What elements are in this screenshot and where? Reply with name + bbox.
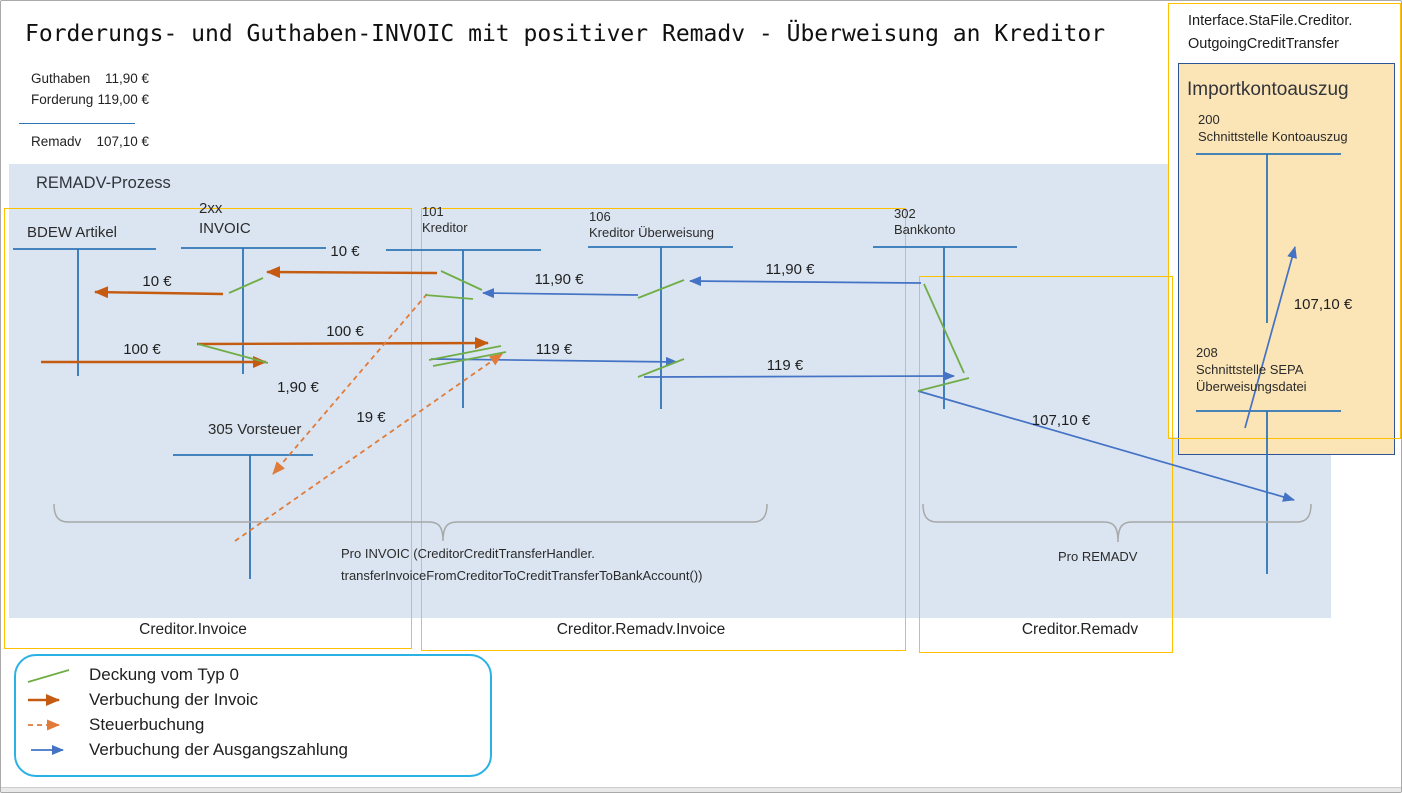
interface-panel-title-line2: OutgoingCreditTransfer <box>1188 36 1339 52</box>
brace-caption-pro-invoic-line1: Pro INVOIC (CreditorCreditTransferHandle… <box>341 546 595 561</box>
brace-caption-pro-remadv: Pro REMADV <box>1058 549 1138 564</box>
legend-label-deckung: Deckung vom Typ 0 <box>89 665 239 684</box>
label-creditor-invoice: Creditor.Invoice <box>139 621 247 638</box>
amount-1190-to-kreditor: 11,90 € <box>534 271 584 288</box>
amount-10-kreditor-invoic: 10 € <box>330 243 360 260</box>
account-sepa-name-line1: Schnittstelle SEPA <box>1196 362 1304 377</box>
amount-19-vorsteuer: 19 € <box>356 409 386 426</box>
brace-caption-pro-invoic-line2: transferInvoiceFromCreditorToCreditTrans… <box>341 568 703 583</box>
legend-label-verbuchung-invoic: Verbuchung der Invoic <box>89 690 259 709</box>
amount-10-invoic-bdew: 10 € <box>142 273 172 290</box>
legend-label-steuerbuchung: Steuerbuchung <box>89 715 205 734</box>
account-kreditor-ueberweisung-name: Kreditor Überweisung <box>589 225 715 240</box>
legend-box <box>14 654 492 777</box>
account-bdew-artikel: BDEW Artikel <box>27 224 118 241</box>
summary-value-forderung: 119,00 € <box>97 92 149 107</box>
summary-total-rule <box>19 123 135 124</box>
slide-title: Forderungs- und Guthaben-INVOIC mit posi… <box>25 21 1106 47</box>
summary-label-forderung: Forderung <box>31 92 94 107</box>
account-kreditor-code: 101 <box>422 204 444 219</box>
summary-label-guthaben: Guthaben <box>31 71 91 86</box>
account-kontoauszug-name: Schnittstelle Kontoauszug <box>1198 129 1348 144</box>
amount-119-to-ueberweisung: 119 € <box>535 341 573 358</box>
amount-190-vorsteuer: 1,90 € <box>277 379 319 396</box>
account-sepa-name-line2: Überweisungsdatei <box>1196 379 1307 394</box>
label-creditor-remadv-invoice: Creditor.Remadv.Invoice <box>556 621 726 638</box>
bottom-strip <box>1 787 1401 792</box>
account-invoic-code: 2xx <box>199 200 223 217</box>
summary-value-guthaben: 11,90 € <box>104 71 149 86</box>
interface-panel-title-line1: Interface.StaFile.Creditor. <box>1188 13 1353 29</box>
summary-value-remadv: 107,10 € <box>96 134 149 149</box>
account-kontoauszug-code: 200 <box>1198 112 1220 127</box>
amount-100-invoic-kreditor: 100 € <box>326 323 364 340</box>
amount-10710-bank-remadv: 107,10 € <box>1031 412 1091 429</box>
account-vorsteuer: 305 Vorsteuer <box>208 421 302 438</box>
amount-100-bdew-invoic: 100 € <box>123 341 161 358</box>
label-creditor-remadv: Creditor.Remadv <box>1021 621 1139 638</box>
account-sepa-code: 208 <box>1196 345 1218 360</box>
process-region-label: REMADV-Prozess <box>36 174 171 192</box>
account-kreditor-ueberweisung-code: 106 <box>589 209 611 224</box>
group-box-creditor-remadv <box>919 276 1173 653</box>
account-bankkonto-name: Bankkonto <box>894 222 956 237</box>
account-kreditor-name: Kreditor <box>422 220 468 235</box>
account-bankkonto-code: 302 <box>894 206 916 221</box>
amount-10710-sepa: 107,10 € <box>1293 296 1353 313</box>
legend-label-verbuchung-ausgangszahlung: Verbuchung der Ausgangszahlung <box>89 740 348 759</box>
summary-label-remadv: Remadv <box>31 134 82 149</box>
account-invoic-name: INVOIC <box>199 220 251 237</box>
amount-119-to-bank: 119 € <box>766 357 804 374</box>
importkontoauszug-heading: Importkontoauszug <box>1187 79 1349 100</box>
amount-1190-from-bank: 11,90 € <box>765 261 815 278</box>
